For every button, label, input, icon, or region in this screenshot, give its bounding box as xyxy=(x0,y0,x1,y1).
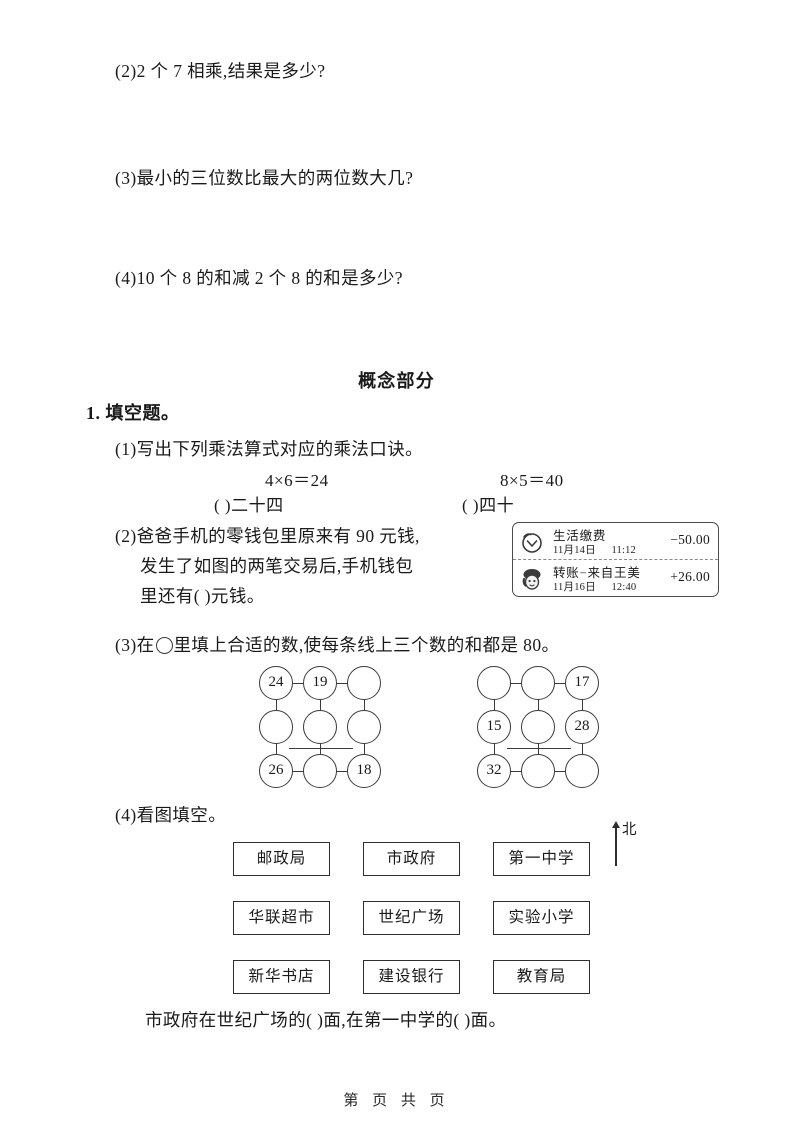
fill-in-q1-answer-right[interactable]: ( )四十 xyxy=(462,496,515,515)
page-footer: 第 页 共 页 xyxy=(343,1093,450,1109)
wallet-transaction-datetime: 11月16日 12:40 xyxy=(553,579,636,594)
grid-node[interactable] xyxy=(477,666,511,700)
grid-node[interactable] xyxy=(303,710,337,744)
map-box: 第一中学 xyxy=(493,842,590,876)
map-box: 建设银行 xyxy=(363,960,460,994)
fill-in-q3-prompt: (3)在里填上合适的数,使每条线上三个数的和都是 80。 xyxy=(115,630,559,660)
wallet-transaction-row[interactable]: 生活缴费 11月14日 11:12 −50.00 xyxy=(513,523,718,560)
wallet-transaction-title: 生活缴费 xyxy=(553,529,607,543)
grid-node[interactable] xyxy=(565,754,599,788)
grid-node[interactable]: 19 xyxy=(303,666,337,700)
fill-in-q2-line1: (2)爸爸手机的零钱包里原来有 90 元钱, xyxy=(115,526,420,546)
wallet-transaction-date: 11月14日 xyxy=(553,545,596,556)
question-3-top: (3)最小的三位数比最大的两位数大几? xyxy=(115,168,414,188)
map-box: 邮政局 xyxy=(233,842,330,876)
grid-node[interactable] xyxy=(347,710,381,744)
blank-circle-icon xyxy=(155,637,173,654)
grid-node[interactable]: 17 xyxy=(565,666,599,700)
wallet-transaction-row[interactable]: 转账−来自王美 11月16日 12:40 +26.00 xyxy=(513,560,718,596)
fill-in-q4-answer-sentence[interactable]: 市政府在世纪广场的( )面,在第一中学的( )面。 xyxy=(145,1010,507,1030)
fill-in-q1-expression-left: 4×6＝24 xyxy=(265,471,329,490)
wallet-transaction-date: 11月16日 xyxy=(553,582,596,593)
grid-node[interactable] xyxy=(347,666,381,700)
map-box: 教育局 xyxy=(493,960,590,994)
wallet-transaction-widget: 生活缴费 11月14日 11:12 −50.00 转账−来自王美 11月16日 xyxy=(512,522,719,597)
payment-circle-icon xyxy=(522,533,542,553)
map-box: 市政府 xyxy=(363,842,460,876)
grid-node[interactable]: 15 xyxy=(477,710,511,744)
fill-in-q3-prefix: (3)在 xyxy=(115,635,155,655)
grid-node[interactable] xyxy=(521,666,555,700)
question-2-top: (2)2 个 7 相乘,结果是多少? xyxy=(115,61,326,81)
map-box: 新华书店 xyxy=(233,960,330,994)
fill-in-q1-answer-left[interactable]: ( )二十四 xyxy=(214,496,284,515)
wallet-transaction-time: 12:40 xyxy=(611,582,637,593)
section-title: 概念部分 xyxy=(358,371,435,391)
grid-node[interactable]: 26 xyxy=(259,754,293,788)
question-4-top: (4)10 个 8 的和减 2 个 8 的和是多少? xyxy=(115,268,403,288)
wallet-transaction-time: 11:12 xyxy=(611,545,636,556)
map-box: 华联超市 xyxy=(233,901,330,935)
north-arrow-icon xyxy=(615,828,617,866)
fill-in-q1-expression-right: 8×5＝40 xyxy=(500,471,564,490)
grid-node[interactable]: 24 xyxy=(259,666,293,700)
grid-node[interactable]: 32 xyxy=(477,754,511,788)
north-arrow-head-icon xyxy=(612,821,620,828)
circle-grid-left: 24 19 26 18 xyxy=(259,666,384,788)
north-label: 北 xyxy=(622,822,637,838)
grid-node[interactable] xyxy=(521,710,555,744)
grid-node[interactable] xyxy=(259,710,293,744)
grid-node[interactable] xyxy=(303,754,337,788)
fill-in-q2-line2: 发生了如图的两笔交易后,手机钱包 xyxy=(140,556,414,576)
wallet-transaction-amount: −50.00 xyxy=(670,532,710,547)
fill-in-q4-prompt: (4)看图填空。 xyxy=(115,805,227,825)
map-box: 实验小学 xyxy=(493,901,590,935)
grid-node[interactable]: 18 xyxy=(347,754,381,788)
map-box: 世纪广场 xyxy=(363,901,460,935)
circle-grid-right: 17 15 28 32 xyxy=(477,666,602,788)
grid-node[interactable]: 28 xyxy=(565,710,599,744)
fill-in-q2-line3[interactable]: 里还有( )元钱。 xyxy=(140,586,265,606)
wallet-transaction-amount: +26.00 xyxy=(670,569,710,584)
fill-in-heading: 1. 填空题。 xyxy=(86,403,180,423)
grid-node[interactable] xyxy=(521,754,555,788)
wallet-transaction-datetime: 11月14日 11:12 xyxy=(553,542,636,557)
wallet-transaction-title: 转账−来自王美 xyxy=(553,566,641,580)
fill-in-q1-prompt: (1)写出下列乘法算式对应的乘法口诀。 xyxy=(115,439,424,459)
fill-in-q3-suffix: 里填上合适的数,使每条线上三个数的和都是 80。 xyxy=(173,635,560,655)
avatar-icon xyxy=(522,569,541,590)
